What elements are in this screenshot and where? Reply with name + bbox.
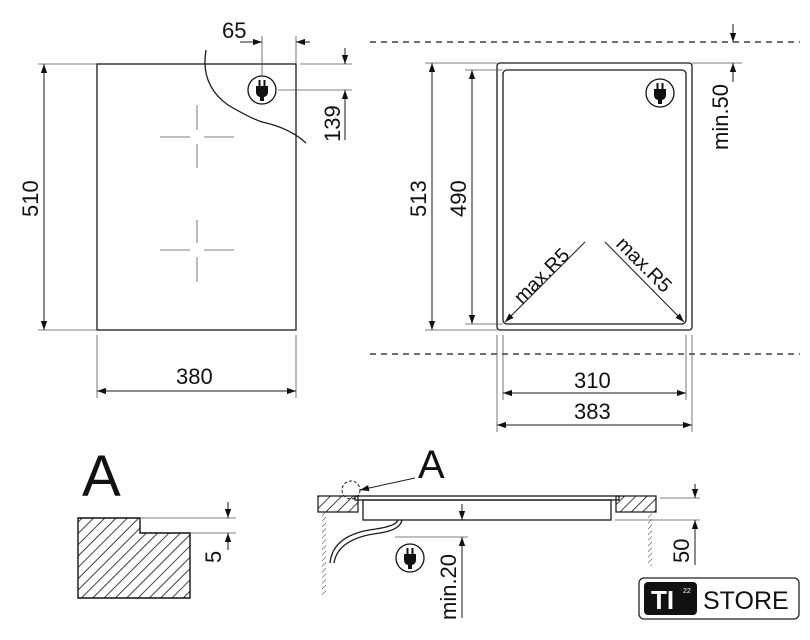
dimension-380: 380	[176, 364, 213, 389]
hob-outline	[96, 63, 297, 331]
cutout-outer	[496, 62, 693, 331]
dimension-min50: min.50	[708, 84, 733, 150]
cooking-zone-marker-top	[160, 105, 234, 168]
dimension-513: 513	[406, 180, 431, 217]
detail-a-label: A	[82, 444, 121, 509]
logo-name: STORE	[703, 587, 789, 615]
dimension-310: 310	[574, 368, 611, 393]
dimension-490: 490	[446, 180, 471, 217]
plug-icon	[247, 75, 277, 105]
logo-mark: TI	[651, 585, 674, 615]
dimension-65: 65	[222, 18, 246, 43]
cutout-inner	[502, 69, 687, 325]
plug-icon	[395, 543, 425, 573]
logo-superscript: 22	[683, 588, 691, 595]
dimension-50: 50	[669, 539, 694, 563]
dimension-min20: min.20	[436, 554, 461, 620]
dimension-5: 5	[201, 551, 226, 563]
dimension-max-r5-right: max.R5	[611, 233, 675, 297]
dimension-max-r5-left: max.R5	[510, 244, 574, 308]
power-cable	[333, 519, 403, 564]
detail-a: A 5	[77, 444, 236, 599]
dimension-383: 383	[574, 399, 611, 424]
dimension-139: 139	[320, 105, 345, 142]
hob-body	[362, 499, 612, 521]
hob-top-view: 65 139 510 380	[18, 18, 352, 398]
ti-store-logo: TI 22 STORE	[638, 577, 800, 620]
section-a-label: A	[418, 443, 445, 487]
worktop-edge-hatch	[77, 517, 191, 599]
cable-break-line	[204, 49, 307, 144]
cutout-view: 513 490 min.50 max.R5 max.R5 310 383	[370, 24, 800, 432]
dimension-510: 510	[18, 180, 43, 217]
plug-icon	[645, 78, 675, 108]
section-view: A min.20 50	[317, 443, 700, 620]
cooking-zone-marker-bottom	[160, 220, 234, 282]
